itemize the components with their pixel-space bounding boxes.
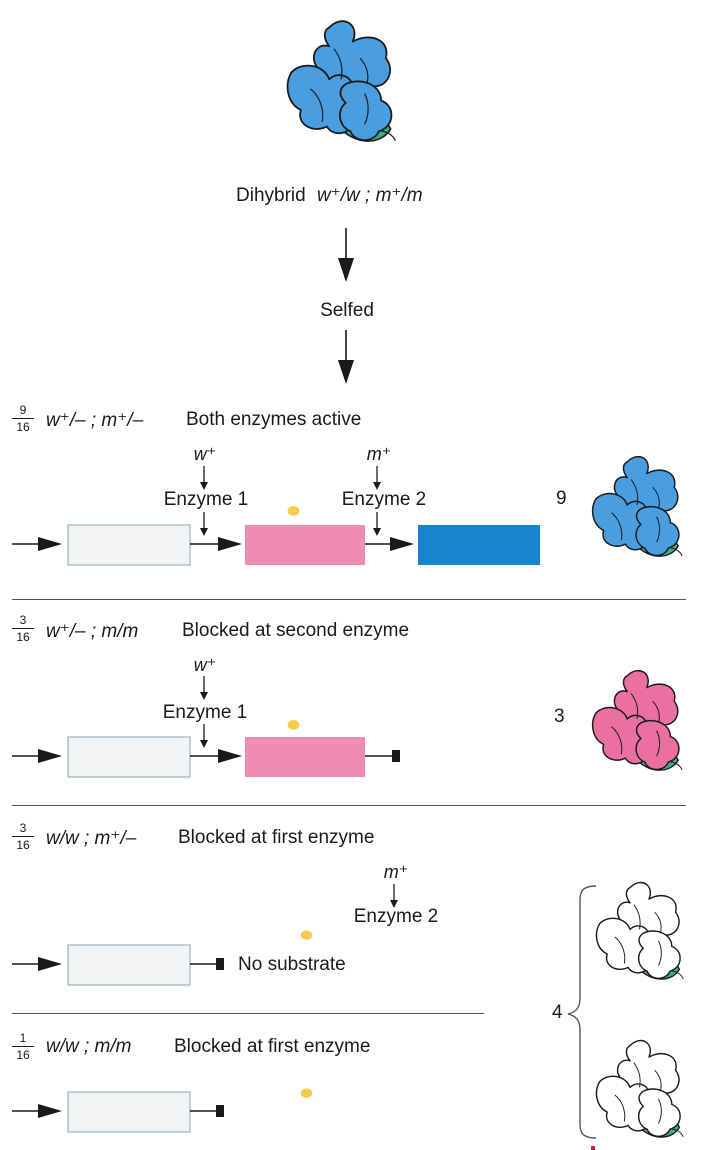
row2-count: 3: [554, 706, 565, 727]
precursor-box: [67, 524, 191, 566]
red-mark: [591, 1146, 595, 1150]
row1-gene-m: m⁺: [366, 444, 392, 464]
row3-flower-white: [300, 881, 684, 980]
row1-count: 9: [556, 488, 567, 509]
row4-genotype: w/w ; m/m: [46, 1036, 132, 1057]
divider-2: [12, 805, 686, 806]
row4-description: Blocked at first enzyme: [174, 1036, 371, 1057]
row2-description: Blocked at second enzyme: [182, 620, 410, 641]
row2-pathway: [12, 676, 400, 778]
row3-pathway: [12, 884, 398, 986]
row3-gene-m: m⁺: [383, 862, 409, 882]
row2-enzyme1: Enzyme 1: [162, 702, 248, 723]
block-mark: [392, 750, 400, 762]
white-count: 4: [552, 1002, 563, 1023]
row3-description: Blocked at first enzyme: [178, 827, 375, 848]
pink-intermediate-box: [245, 525, 365, 565]
row3-enzyme2: Enzyme 2: [353, 906, 439, 927]
row2-genotype: w⁺/– ; m/m: [46, 621, 139, 642]
divider-1: [12, 599, 686, 600]
row2-flower-pink: [287, 670, 683, 771]
row1-description: Both enzymes active: [186, 409, 362, 430]
row3-genotype: w/w ; m⁺/–: [46, 828, 137, 849]
row4-pathway: [12, 1091, 224, 1133]
row1-pathway: [12, 466, 540, 566]
row2-gene-w: w⁺: [193, 655, 217, 675]
parent-genotype: w⁺/w ; m⁺/m: [316, 185, 423, 206]
row1-enzyme1: Enzyme 1: [163, 489, 249, 510]
row1-flower-blue: [287, 456, 683, 557]
brace: [567, 885, 597, 1139]
row1-genotype: w⁺/– ; m⁺/–: [46, 410, 144, 431]
divider-3: [12, 1013, 484, 1014]
blue-pigment-box: [418, 525, 540, 565]
arrow-down-2: [338, 330, 354, 384]
row1-enzyme2: Enzyme 2: [341, 489, 427, 510]
selfed-label: Selfed: [320, 300, 374, 321]
row1-gene-w: w⁺: [193, 444, 217, 464]
row4-flower-white: [300, 1039, 684, 1138]
parent-flower-blue: [286, 20, 396, 142]
no-substrate-label: No substrate: [238, 954, 346, 975]
parent-label: Dihybrid w⁺/w ; m⁺/m: [236, 184, 423, 207]
arrow-down-1: [338, 228, 354, 282]
parent-label-text: Dihybrid: [236, 185, 306, 206]
